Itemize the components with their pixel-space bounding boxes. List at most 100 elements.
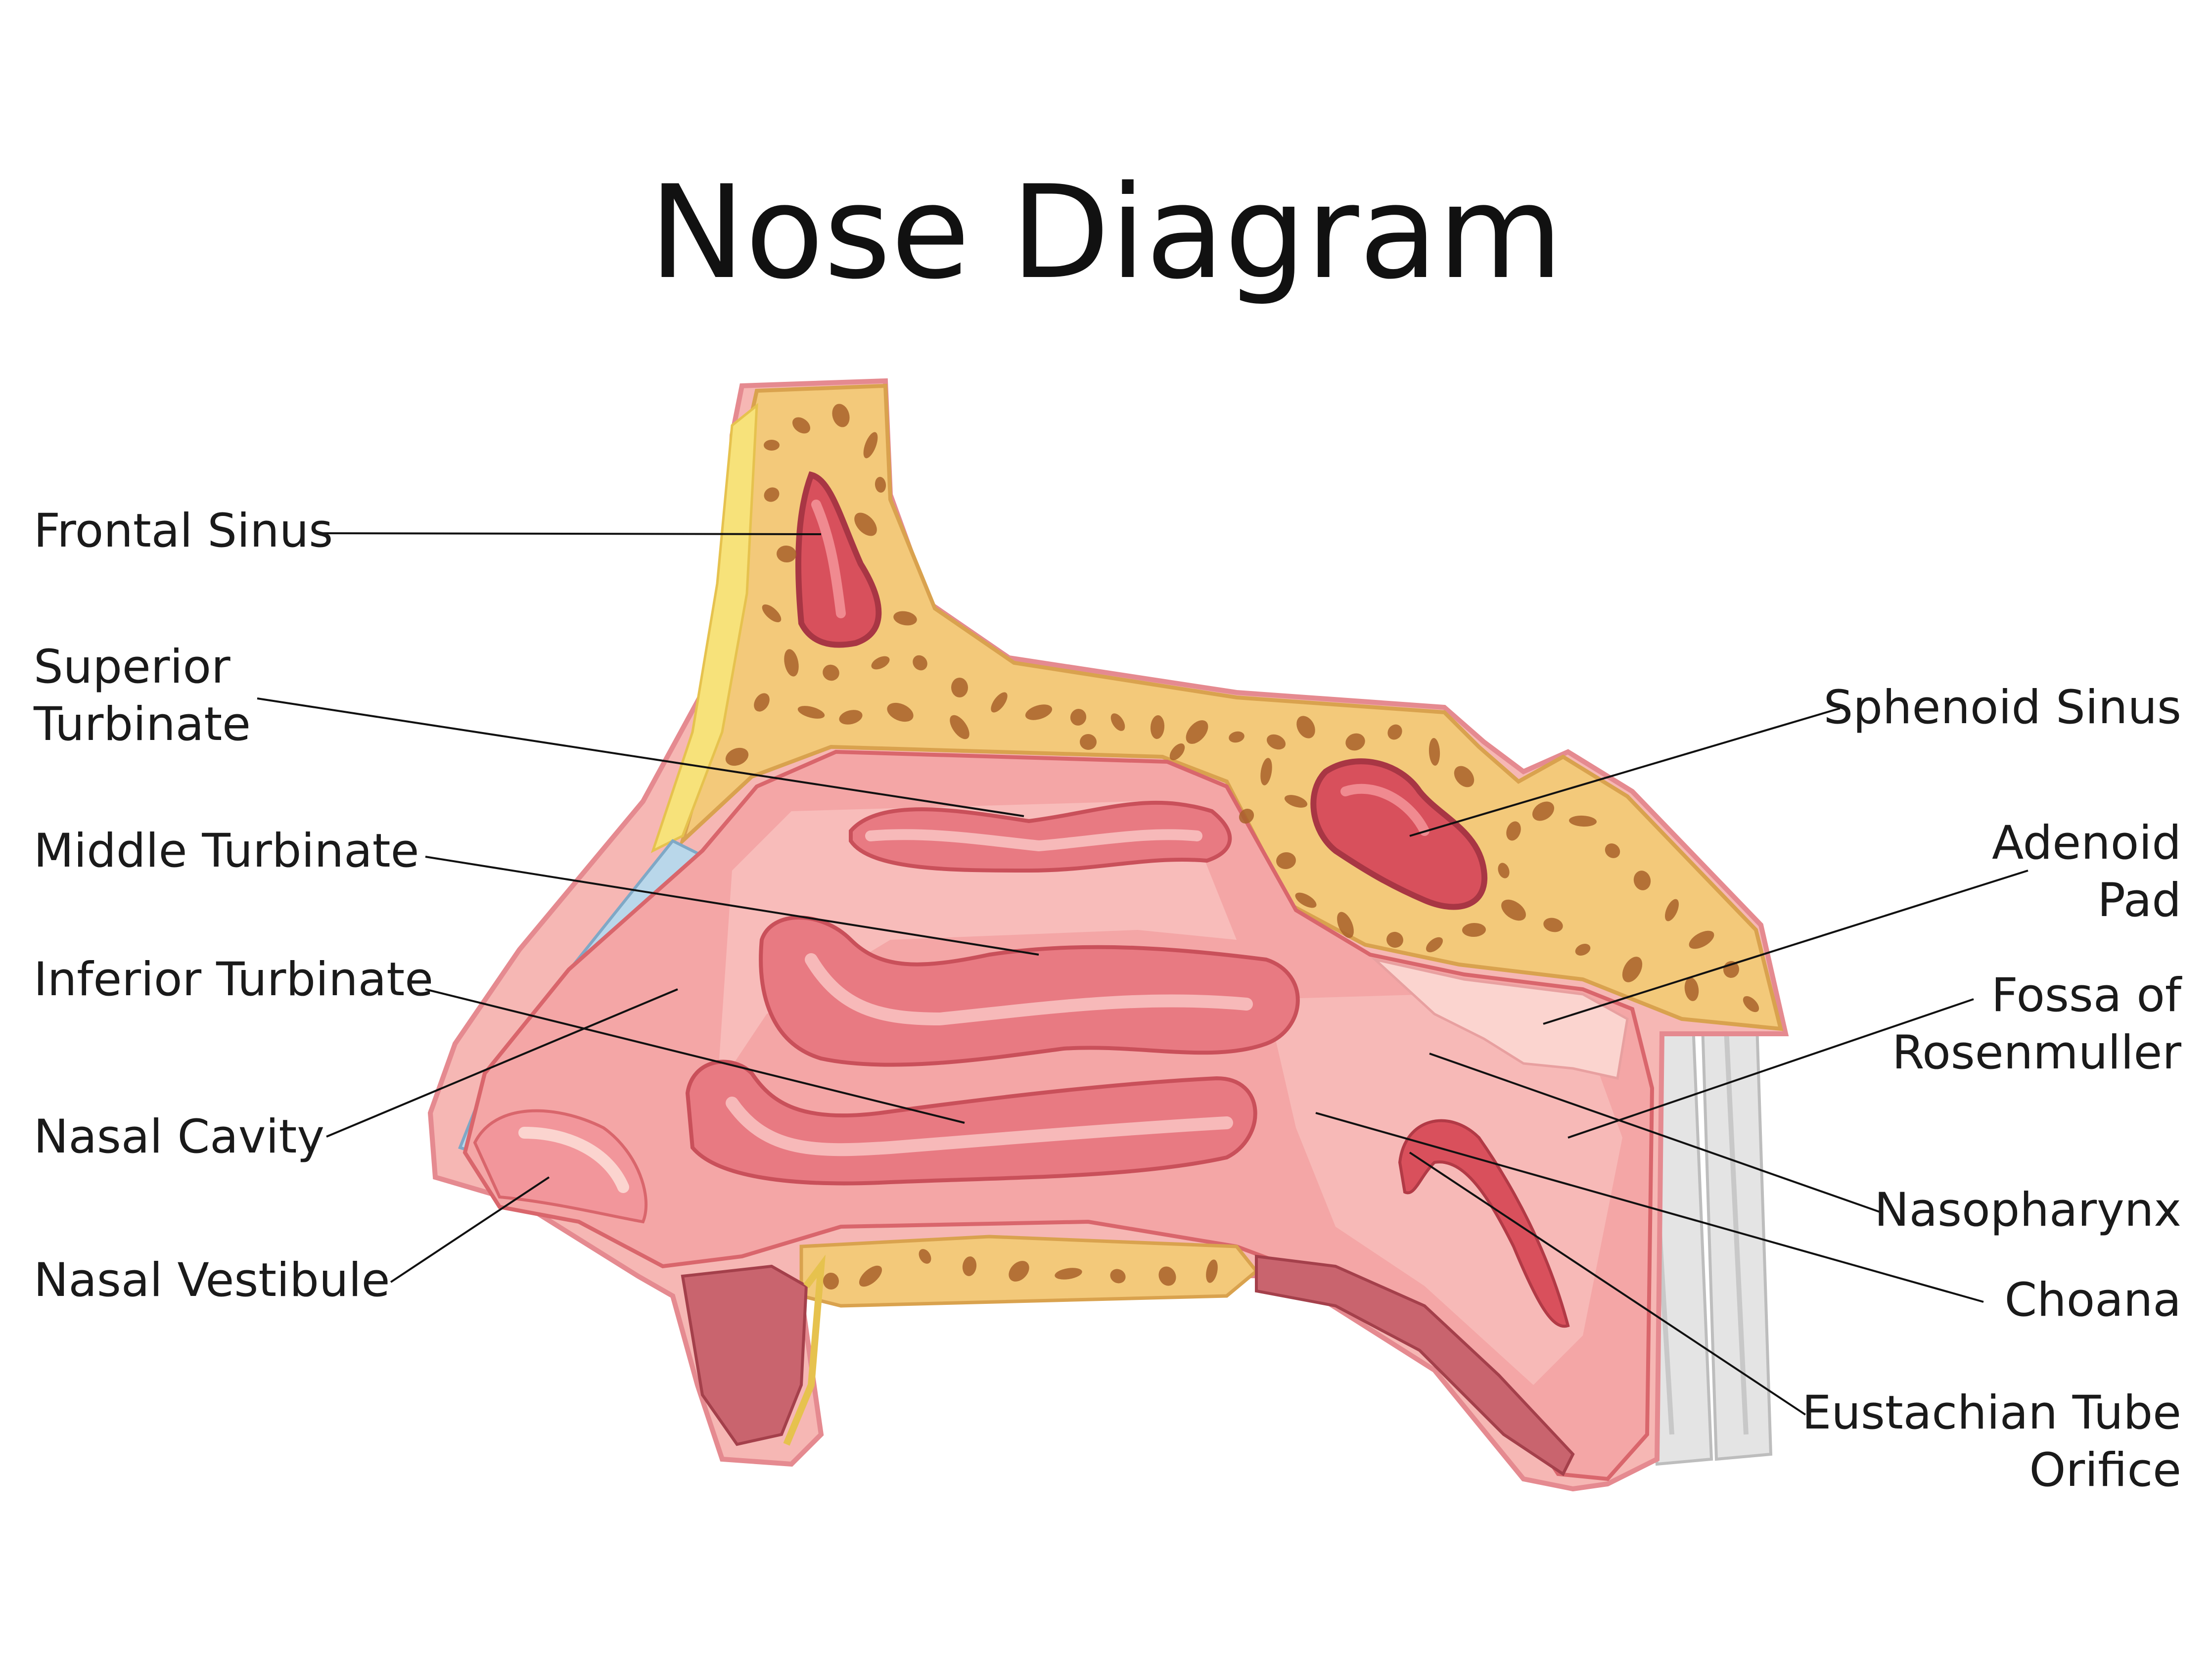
label-inferior-turbinate: Inferior Turbinate bbox=[34, 953, 433, 1007]
bone-pore bbox=[725, 747, 749, 766]
bone-pore bbox=[1110, 713, 1125, 731]
bone-pore bbox=[1454, 766, 1475, 787]
bone-pore bbox=[839, 710, 863, 725]
bone-pore bbox=[1506, 821, 1521, 841]
superior-turbinate bbox=[849, 800, 1232, 873]
label-fossa-of-rosenmuller-line1: Fossa of bbox=[1991, 968, 2182, 1022]
middle-turbinate bbox=[759, 916, 1300, 1067]
middle-turbinate-leader bbox=[425, 856, 1039, 956]
bone-pore bbox=[1622, 957, 1643, 982]
bone-pore bbox=[1605, 843, 1620, 858]
bone-pore bbox=[1186, 720, 1208, 744]
bone-pore bbox=[887, 702, 914, 722]
label-superior-turbinate-line2: Turbinate bbox=[33, 697, 251, 751]
bone-pore bbox=[913, 655, 927, 671]
diagram-title: Nose Diagram bbox=[649, 158, 1563, 308]
fossa-of-rosenmuller-leader bbox=[1567, 998, 1974, 1139]
bone-pore bbox=[1266, 734, 1286, 750]
nasal-vestibule-area bbox=[473, 1109, 648, 1224]
bone-pore bbox=[1337, 912, 1354, 938]
label-adenoid-pad-line1: Adenoid bbox=[1992, 816, 2181, 870]
labels: Frontal Sinus Superior Turbinate Middle … bbox=[33, 504, 2182, 1497]
bone-pore bbox=[823, 664, 839, 681]
nasal-cavity-leader bbox=[326, 988, 678, 1138]
label-fossa-of-rosenmuller-line2: Rosenmuller bbox=[1892, 1026, 2181, 1080]
bone-pore bbox=[1345, 733, 1365, 751]
bone-pore bbox=[875, 477, 886, 493]
bone-pore bbox=[1239, 809, 1254, 824]
sphenoid-sinus bbox=[1310, 758, 1488, 910]
bone-pore bbox=[1387, 724, 1402, 740]
bone-pore bbox=[1260, 758, 1272, 785]
bone-pore bbox=[1284, 795, 1308, 808]
bone-pore bbox=[951, 678, 968, 697]
bone-pore bbox=[784, 649, 799, 677]
bone-pore bbox=[1501, 899, 1526, 921]
anatomy-drawing bbox=[427, 378, 1789, 1492]
bone-pore bbox=[1569, 815, 1597, 827]
sphenoid-sinus-leader bbox=[1409, 707, 1841, 837]
bone-pore bbox=[823, 1273, 839, 1290]
bone-pore bbox=[1055, 1268, 1082, 1280]
bone-pore bbox=[962, 1256, 977, 1276]
leader-lines bbox=[257, 532, 2028, 1416]
adenoid-pad bbox=[1371, 957, 1629, 1080]
bone-pore bbox=[1229, 731, 1244, 743]
bone-pore bbox=[1462, 922, 1486, 937]
bone-pore bbox=[1169, 743, 1185, 761]
soft-palate bbox=[1255, 1254, 1575, 1476]
choana-leader bbox=[1315, 1112, 1984, 1303]
bone-pore bbox=[1426, 937, 1443, 953]
bone-pore bbox=[1110, 1269, 1126, 1284]
bone-pore bbox=[859, 1265, 882, 1287]
bone-pore bbox=[1498, 863, 1510, 878]
bone-pore bbox=[1575, 944, 1591, 956]
bone-pore bbox=[1158, 1266, 1176, 1286]
nasal-vestibule-leader bbox=[390, 1176, 550, 1283]
label-nasal-vestibule: Nasal Vestibule bbox=[34, 1253, 390, 1307]
bone-pore bbox=[1429, 738, 1440, 766]
label-sphenoid-sinus: Sphenoid Sinus bbox=[1824, 681, 2181, 735]
bone-pore bbox=[762, 604, 782, 623]
bone-pore bbox=[871, 656, 890, 670]
eustachian-tube-orifice-leader bbox=[1409, 1152, 1806, 1416]
inferior-turbinate-leader bbox=[425, 988, 965, 1124]
bone-pore bbox=[1543, 918, 1563, 932]
label-nasopharynx: Nasopharynx bbox=[1874, 1183, 2181, 1237]
bone-pore bbox=[1743, 996, 1759, 1013]
adenoid-pad-leader bbox=[1543, 870, 2028, 1025]
label-middle-turbinate: Middle Turbinate bbox=[34, 824, 419, 878]
bone-pore bbox=[919, 1249, 931, 1264]
bone-pore bbox=[950, 715, 969, 739]
bone-pore bbox=[1150, 715, 1165, 739]
bone-pore bbox=[1633, 871, 1651, 890]
superior-turbinate-leader bbox=[257, 697, 1024, 817]
bone-pore bbox=[1009, 1261, 1029, 1282]
label-adenoid-pad-line2: Pad bbox=[2097, 874, 2181, 927]
bone-pore bbox=[893, 611, 917, 626]
bone-pores bbox=[725, 404, 1759, 1290]
bone-pore bbox=[1532, 801, 1555, 821]
bone-pore bbox=[991, 692, 1008, 713]
hard-palate bbox=[799, 1235, 1259, 1308]
bone-pore bbox=[854, 512, 877, 536]
bone-pore bbox=[1664, 899, 1679, 922]
bone-pore bbox=[754, 693, 770, 712]
bone-pore bbox=[764, 487, 780, 502]
bone-pore bbox=[1295, 892, 1317, 908]
bone-pore bbox=[1080, 734, 1097, 750]
nasopharynx-leader bbox=[1429, 1053, 1880, 1213]
lip-muscle bbox=[681, 1264, 808, 1446]
bone-pore bbox=[832, 404, 850, 427]
bone-pore bbox=[797, 706, 825, 719]
bone-pore bbox=[1276, 852, 1296, 870]
label-superior-turbinate-line1: Superior bbox=[34, 640, 230, 694]
bone-pore bbox=[1296, 716, 1315, 738]
bone-pore bbox=[777, 545, 796, 563]
bone-pore bbox=[1386, 931, 1403, 948]
bone-pore bbox=[1070, 709, 1087, 726]
label-choana: Choana bbox=[2004, 1273, 2181, 1327]
label-nasal-cavity: Nasal Cavity bbox=[34, 1110, 324, 1164]
